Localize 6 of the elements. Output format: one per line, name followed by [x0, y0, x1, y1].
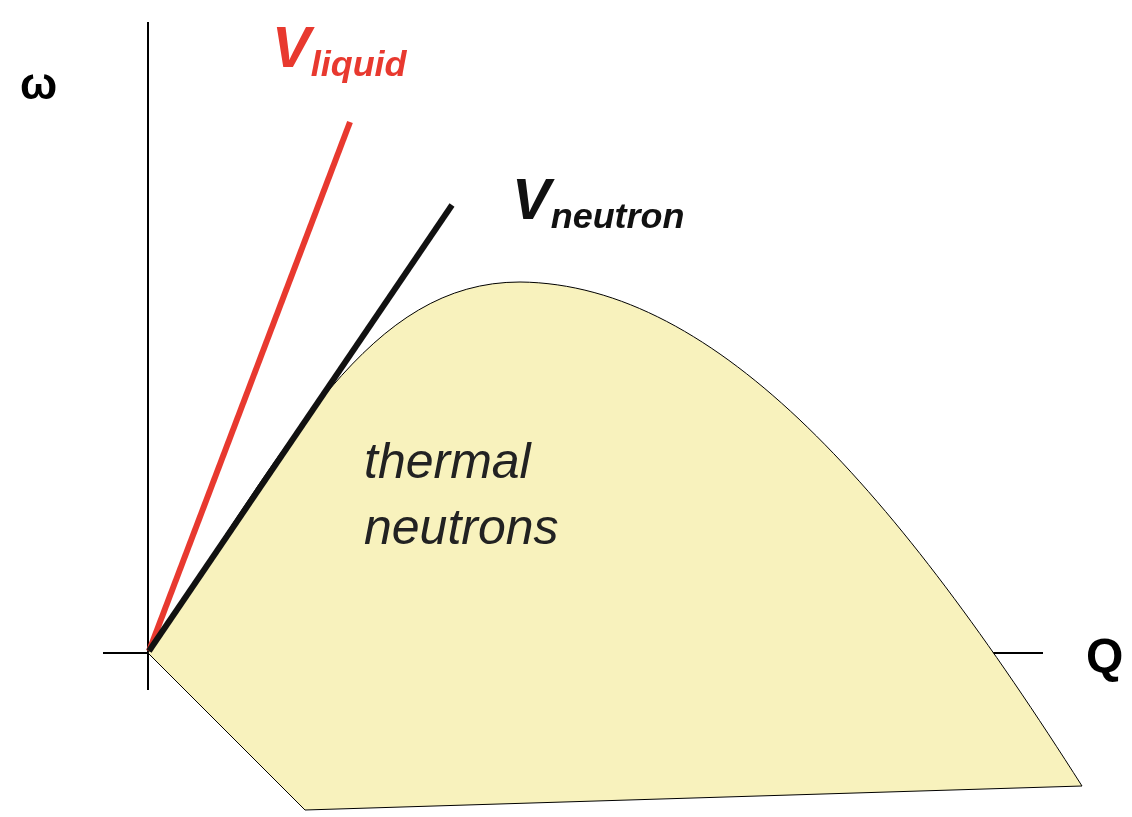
shaded-region: [146, 278, 1086, 814]
line-label: V$_{liquid}$: [272, 18, 407, 82]
axis-label: ω: [20, 62, 58, 106]
axis-label: Q: [1086, 632, 1124, 680]
region-label: thermal neutrons: [364, 432, 560, 557]
line-label: V$_{neutron}$: [512, 170, 685, 234]
